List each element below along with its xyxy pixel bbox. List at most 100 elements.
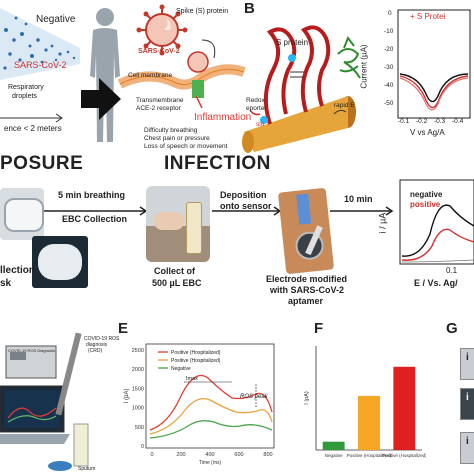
person-silhouette — [90, 8, 120, 142]
panel-e-chart: 2500 2000 1500 1000 500 00 200 400 600 800 I (pA) T… — [124, 343, 275, 466]
electrode-label-3: aptamer — [288, 296, 324, 306]
deposition-label: Deposition — [220, 190, 267, 200]
panel-e-label: E — [118, 320, 129, 337]
cv-top-xtick-2: -0.3 — [434, 118, 446, 125]
panel-g-photo-1 — [460, 348, 474, 380]
mask-label: sk — [0, 278, 12, 289]
s-protein-label: S protein — [276, 38, 309, 47]
time-label: 10 min — [344, 194, 373, 204]
panel-g-photo-3 — [460, 432, 474, 464]
panel-e-ytick: 0 — [141, 444, 144, 450]
symptom-1: Difficulty breathing — [144, 127, 198, 134]
device-label-1: COVID-19 ROS — [84, 336, 120, 342]
ace2-label: ACE-2 receptor — [136, 105, 181, 112]
cv-top-ytick-1: -10 — [384, 28, 394, 35]
collection-label: llection — [0, 265, 36, 276]
panel-e-ros: ROS peak — [240, 394, 269, 400]
cv-mid-negative: negative — [410, 190, 443, 199]
panel-g-item-2: i — [466, 392, 469, 403]
collection-mask-photo — [32, 236, 88, 288]
cv-mid-xlabel: E / Vs. Ag/ — [414, 278, 458, 288]
mask-photo — [0, 188, 44, 240]
panel-f-bar-1 — [358, 395, 380, 450]
panel-e-ytick: 500 — [135, 425, 144, 431]
panel-e-series-2 — [149, 420, 273, 439]
panel-e-legend-label: Negative — [171, 366, 191, 372]
cv-top-legend: + S Protei — [410, 12, 446, 21]
panel-f-category: Positive (Hospitalized) — [347, 453, 392, 458]
panel-f-label: F — [314, 320, 324, 337]
device-label-2: diagnosis — [86, 342, 108, 348]
panel-e-ytick: 1000 — [132, 406, 144, 412]
panel-e-xtick: 400 — [205, 452, 214, 458]
panel-e-legend-label: Positive (Hospitalized) — [171, 350, 221, 356]
panel-e-xtick: 800 — [263, 452, 272, 458]
slow-label: slo — [256, 121, 265, 128]
panel-e-series-0 — [149, 374, 273, 431]
panel-f-category: Negative — [325, 453, 343, 458]
device-label-3: (CRD) — [88, 348, 103, 354]
cv-top-xlabel: V vs Ag/A — [410, 128, 445, 137]
ros-diagnosis-device — [0, 332, 89, 471]
distance-label: ence < 2 meters — [4, 124, 62, 133]
panel-e-xtick: 0 — [150, 452, 153, 458]
cv-mid-xtick: 0.1 — [446, 266, 458, 275]
rapid-label: rapid E — [334, 102, 355, 109]
electrode-label-2: with SARS-CoV-2 — [270, 285, 345, 295]
inflammation-label: Inflammation — [194, 112, 252, 123]
electrode-photo — [277, 187, 335, 275]
panel-b-label: B — [244, 0, 255, 17]
cv-top-xtick-0: -0.1 — [398, 118, 410, 125]
panel-e-ytick: 2000 — [132, 367, 144, 373]
cv-top-ylabel: Current (µA) — [359, 44, 369, 89]
droplets-label: droplets — [12, 93, 37, 100]
cv-mid-ylabel: i / µA — [377, 212, 388, 234]
cv-top-ytick-0: 0 — [388, 10, 392, 17]
panel-e-ytick: 1500 — [132, 386, 144, 392]
collect-label: Collect of — [154, 266, 196, 276]
sputum-label: Sputum — [78, 466, 96, 472]
sars-label: SARS-CoV-2 — [14, 60, 67, 70]
panel-g-item-3: i — [466, 436, 469, 447]
symptom-3: Loss of speech or movement — [144, 143, 228, 150]
panel-e-ytick: 2500 — [132, 348, 144, 354]
panel-e-series-1 — [149, 397, 273, 435]
panel-e-imax: Imax — [186, 376, 198, 382]
negative-label: Negative — [36, 14, 76, 25]
electrode-label-1: Electrode modified — [266, 274, 348, 284]
panel-e-legend-label: Positive (Hospitalized) — [171, 358, 221, 364]
transmembrane-label: Transmembrane — [136, 97, 184, 104]
panel-g-photo-2 — [460, 388, 474, 420]
symptom-2: Chest pain or pressure — [144, 135, 210, 142]
panel-f-ylabel: I (pA) — [304, 391, 310, 405]
exposure-droplet-cone — [0, 8, 80, 123]
panel-f-chart: I (pA) Negative Positive (Hospitalized)Pos… — [304, 346, 426, 458]
step1b-label: EBC Collection — [62, 214, 128, 224]
panel-e-ylabel: I (pA) — [124, 389, 130, 404]
panel-e-xlabel: Time (ms) — [199, 460, 222, 466]
cv-top-ytick-2: -20 — [384, 46, 394, 53]
panel-f-category: Positive (Hospitalized) — [382, 453, 426, 458]
spike-protein-label: Spike (S) protein — [176, 8, 229, 15]
aptamer-sensor-illustration — [242, 25, 361, 153]
step1-label: 5 min breathing — [58, 190, 126, 200]
panel-g-label: G — [446, 320, 458, 337]
infection-illustration — [118, 4, 246, 109]
exposure-panel: Negative SARS-CoV-2 Respiratory droplets… — [0, 0, 90, 150]
device-box-label: COVID-19 ROS Diagnosis — [8, 348, 55, 353]
respiratory-label: Respiratory — [8, 84, 44, 91]
volume-label: 500 µL EBC — [152, 278, 202, 288]
panel-e-xtick: 200 — [176, 452, 185, 458]
panel-g-item-1: i — [466, 352, 469, 363]
exposure-title: POSURE — [0, 153, 84, 174]
cv-top-xtick-1: -0.2 — [416, 118, 428, 125]
infection-title: INFECTION — [164, 153, 271, 174]
redox-label: Redox — [246, 97, 265, 104]
cv-mid-chart — [399, 179, 474, 265]
collection-photo — [146, 186, 210, 262]
infection-sars-label: SARS-CoV-2 — [138, 48, 180, 55]
onto-label: onto sensor — [220, 201, 272, 211]
cell-membrane-label: Cell membrane — [128, 72, 173, 79]
panel-e-xtick: 600 — [234, 452, 243, 458]
workflow-line — [44, 206, 394, 216]
